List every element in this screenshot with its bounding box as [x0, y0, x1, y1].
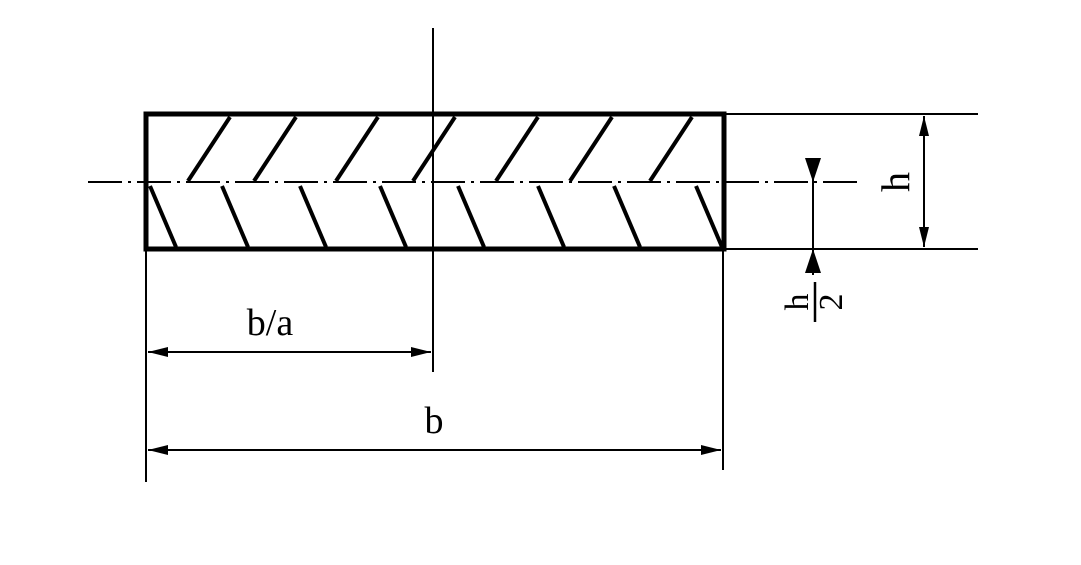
- hatch-line: [411, 115, 457, 183]
- hatch-line: [298, 185, 328, 248]
- hatch-line: [612, 185, 642, 248]
- hatch-line: [494, 115, 540, 183]
- hatch-line: [220, 185, 250, 248]
- hatch-line: [186, 115, 232, 183]
- hatching-lower: [148, 185, 724, 248]
- hatch-line: [456, 185, 486, 248]
- hatch-line: [148, 185, 178, 248]
- hatch-line: [378, 185, 408, 248]
- offset-width-label: b/a: [247, 302, 294, 344]
- extension-lines: [145, 113, 978, 482]
- half-height-arrow-up: [805, 249, 821, 273]
- half-height-numerator: h: [779, 294, 816, 311]
- hatch-line: [648, 115, 694, 183]
- hatch-line: [536, 185, 566, 248]
- hatch-line: [334, 115, 380, 183]
- half-height-denominator: 2: [813, 294, 850, 311]
- half-height-arrow-down: [805, 158, 821, 182]
- hatch-line: [694, 185, 724, 248]
- hatching-upper: [186, 115, 694, 183]
- hatch-line: [252, 115, 298, 183]
- hatch-line: [568, 115, 614, 183]
- height-label: h: [873, 172, 918, 192]
- width-label: b: [425, 400, 444, 442]
- half-height-label: h 2: [779, 282, 850, 322]
- cross-section-rectangle: [143, 111, 727, 252]
